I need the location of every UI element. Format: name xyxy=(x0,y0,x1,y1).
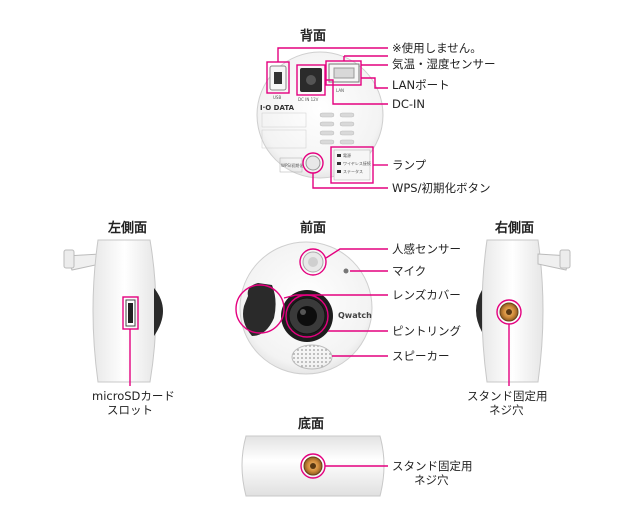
callout-right-stand-line2: ネジ穴 xyxy=(489,403,524,417)
front-brand: Qwatch xyxy=(338,311,372,320)
rating-plate xyxy=(261,112,307,128)
callout-microsd-line2: スロット xyxy=(107,403,153,417)
bottom-screw-hole-center xyxy=(310,463,316,469)
lamp-1-led xyxy=(337,154,341,157)
lens-cover xyxy=(243,283,276,336)
callout-right-stand-line1: スタンド固定用 xyxy=(467,389,548,403)
callout-lan-port: LANポート xyxy=(392,78,450,92)
left-lens-edge xyxy=(154,288,163,336)
motion-sensor-lens xyxy=(308,257,318,267)
left-view-title: 左側面 xyxy=(108,220,147,236)
right-view-title: 右側面 xyxy=(494,220,534,236)
callout-not-used: ※使用しません。 xyxy=(392,41,482,55)
callout-bottom-stand-line1: スタンド固定用 xyxy=(392,459,473,473)
callout-microsd-line1: microSDカード xyxy=(92,389,175,403)
right-screw-hole-center xyxy=(506,309,512,315)
callout-bottom-stand-line2: ネジ穴 xyxy=(414,473,449,487)
lan-port-inner xyxy=(333,67,355,79)
wps-button xyxy=(305,155,321,171)
front-view: 前面 Qwatch 人感センサー マイク レンズカバー ピントリン xyxy=(235,220,461,375)
lamp-2-led xyxy=(337,162,341,165)
mic-hole xyxy=(343,268,349,274)
front-view-title: 前面 xyxy=(300,220,326,236)
callout-dc-in: DC-IN xyxy=(392,97,425,111)
lens-glass xyxy=(297,306,317,326)
right-side-view: 右側面 スタンド固定用 ネジ穴 xyxy=(467,220,571,417)
back-view-title: 背面 xyxy=(300,28,326,44)
front-callouts xyxy=(235,248,388,357)
usb-port-label: USB xyxy=(273,95,281,100)
wps-label-box xyxy=(279,157,303,173)
right-stand-tab xyxy=(559,249,571,269)
left-stand-tab xyxy=(63,249,75,269)
brand-label: I·O DATA xyxy=(260,104,295,112)
lamp-3-led xyxy=(337,170,341,173)
vent-slots xyxy=(319,112,355,145)
callout-motion-sensor: 人感センサー xyxy=(392,242,461,256)
callout-speaker: スピーカー xyxy=(392,349,450,363)
dc-in-port-label: DC IN 12V xyxy=(298,97,319,102)
callout-temp-humidity: 気温・湿度センサー xyxy=(392,57,496,71)
bottom-callouts xyxy=(300,453,388,479)
left-side-view: 左側面 microSDカード スロット xyxy=(63,220,175,417)
info-plate xyxy=(261,129,307,149)
speaker-grille xyxy=(291,344,333,370)
microsd-slot-inner xyxy=(128,303,133,323)
right-callouts xyxy=(496,299,522,386)
wps-label: WPS/初期化 xyxy=(281,162,303,168)
usb-port-inner xyxy=(274,72,282,84)
back-view: 背面 USB DC IN 12V LAN I·O DATA xyxy=(256,28,496,195)
back-callouts xyxy=(266,47,388,189)
lamp-1-label: 電源 xyxy=(343,152,351,158)
callout-lens-cover: レンズカバー xyxy=(392,288,461,302)
callout-mic: マイク xyxy=(392,264,426,278)
right-lens-edge xyxy=(476,290,482,332)
callout-wps-reset: WPS/初期化ボタン xyxy=(392,181,490,195)
callout-focus-ring: ピントリング xyxy=(392,324,461,338)
left-callouts xyxy=(122,296,139,386)
dc-in-socket xyxy=(306,75,316,85)
bottom-view-title: 底面 xyxy=(298,416,324,432)
lan-port-label: LAN xyxy=(336,88,344,93)
lamp-2-label: ワイヤレス接続 xyxy=(343,160,371,166)
lamp-3-label: ステータス xyxy=(343,168,363,174)
callout-lamp: ランプ xyxy=(392,158,427,172)
left-body xyxy=(92,239,157,383)
bottom-view: 底面 スタンド固定用 ネジ穴 xyxy=(241,416,473,497)
lens-glint xyxy=(300,309,306,315)
